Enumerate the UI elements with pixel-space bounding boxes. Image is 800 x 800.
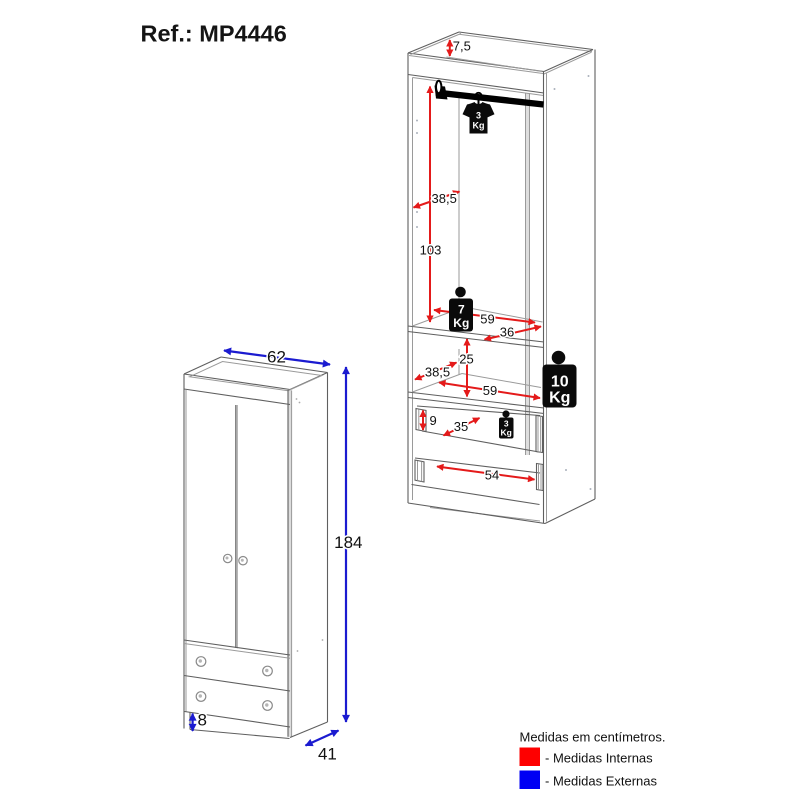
svg-text:10: 10 [551, 374, 569, 391]
svg-text:59: 59 [483, 383, 497, 398]
svg-text:54: 54 [485, 468, 499, 483]
svg-text:3: 3 [476, 111, 481, 121]
svg-text:3: 3 [504, 419, 509, 429]
svg-text:62: 62 [267, 348, 286, 367]
svg-text:7: 7 [458, 303, 465, 317]
svg-text:35: 35 [454, 419, 468, 434]
svg-text:184: 184 [334, 533, 362, 552]
svg-text:9: 9 [430, 413, 437, 428]
svg-text:8: 8 [198, 711, 207, 730]
svg-text:- Medidas Externas: - Medidas Externas [545, 774, 657, 789]
svg-text:Kg: Kg [453, 316, 469, 330]
svg-text:36: 36 [500, 325, 514, 340]
svg-text:38,5: 38,5 [432, 191, 457, 206]
svg-text:103: 103 [420, 243, 442, 258]
svg-text:41: 41 [318, 745, 337, 764]
svg-text:Medidas em centímetros.: Medidas em centímetros. [520, 730, 666, 745]
svg-text:Ref.: MP4446: Ref.: MP4446 [141, 21, 287, 47]
svg-text:Kg: Kg [501, 428, 512, 438]
svg-text:- Medidas Internas: - Medidas Internas [545, 751, 653, 766]
svg-text:Kg: Kg [473, 121, 485, 131]
svg-text:25: 25 [459, 352, 473, 367]
svg-text:Kg: Kg [549, 390, 570, 407]
svg-text:7,5: 7,5 [453, 39, 471, 54]
svg-text:38,5: 38,5 [425, 365, 450, 380]
svg-text:59: 59 [480, 312, 494, 327]
